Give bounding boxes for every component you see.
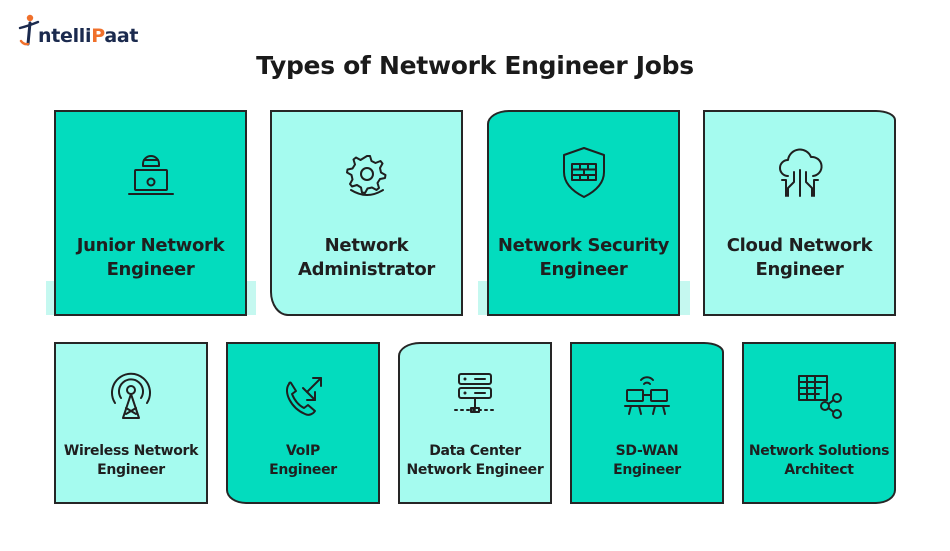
wireless-tower-icon xyxy=(111,372,151,419)
page-title: Types of Network Engineer Jobs xyxy=(256,51,694,80)
sd-wan-icon xyxy=(624,376,670,415)
firewall-shield-icon xyxy=(562,147,605,198)
voip-phone-icon xyxy=(286,377,322,416)
decorative-strip xyxy=(680,281,690,315)
laptop-user-icon xyxy=(127,155,174,195)
logo-wordmark: ntelliPaat xyxy=(38,25,139,47)
network-gear-icon xyxy=(345,155,386,196)
solutions-grid-icon xyxy=(798,375,842,419)
intellipaat-logo: ntelliPaat xyxy=(18,14,138,46)
cloud-network-icon xyxy=(778,148,822,197)
server-rack-icon xyxy=(454,373,496,413)
decorative-strip xyxy=(478,281,488,315)
logo-figure-icon xyxy=(18,14,40,46)
decorative-strip xyxy=(246,281,256,315)
decorative-strip xyxy=(46,281,56,315)
